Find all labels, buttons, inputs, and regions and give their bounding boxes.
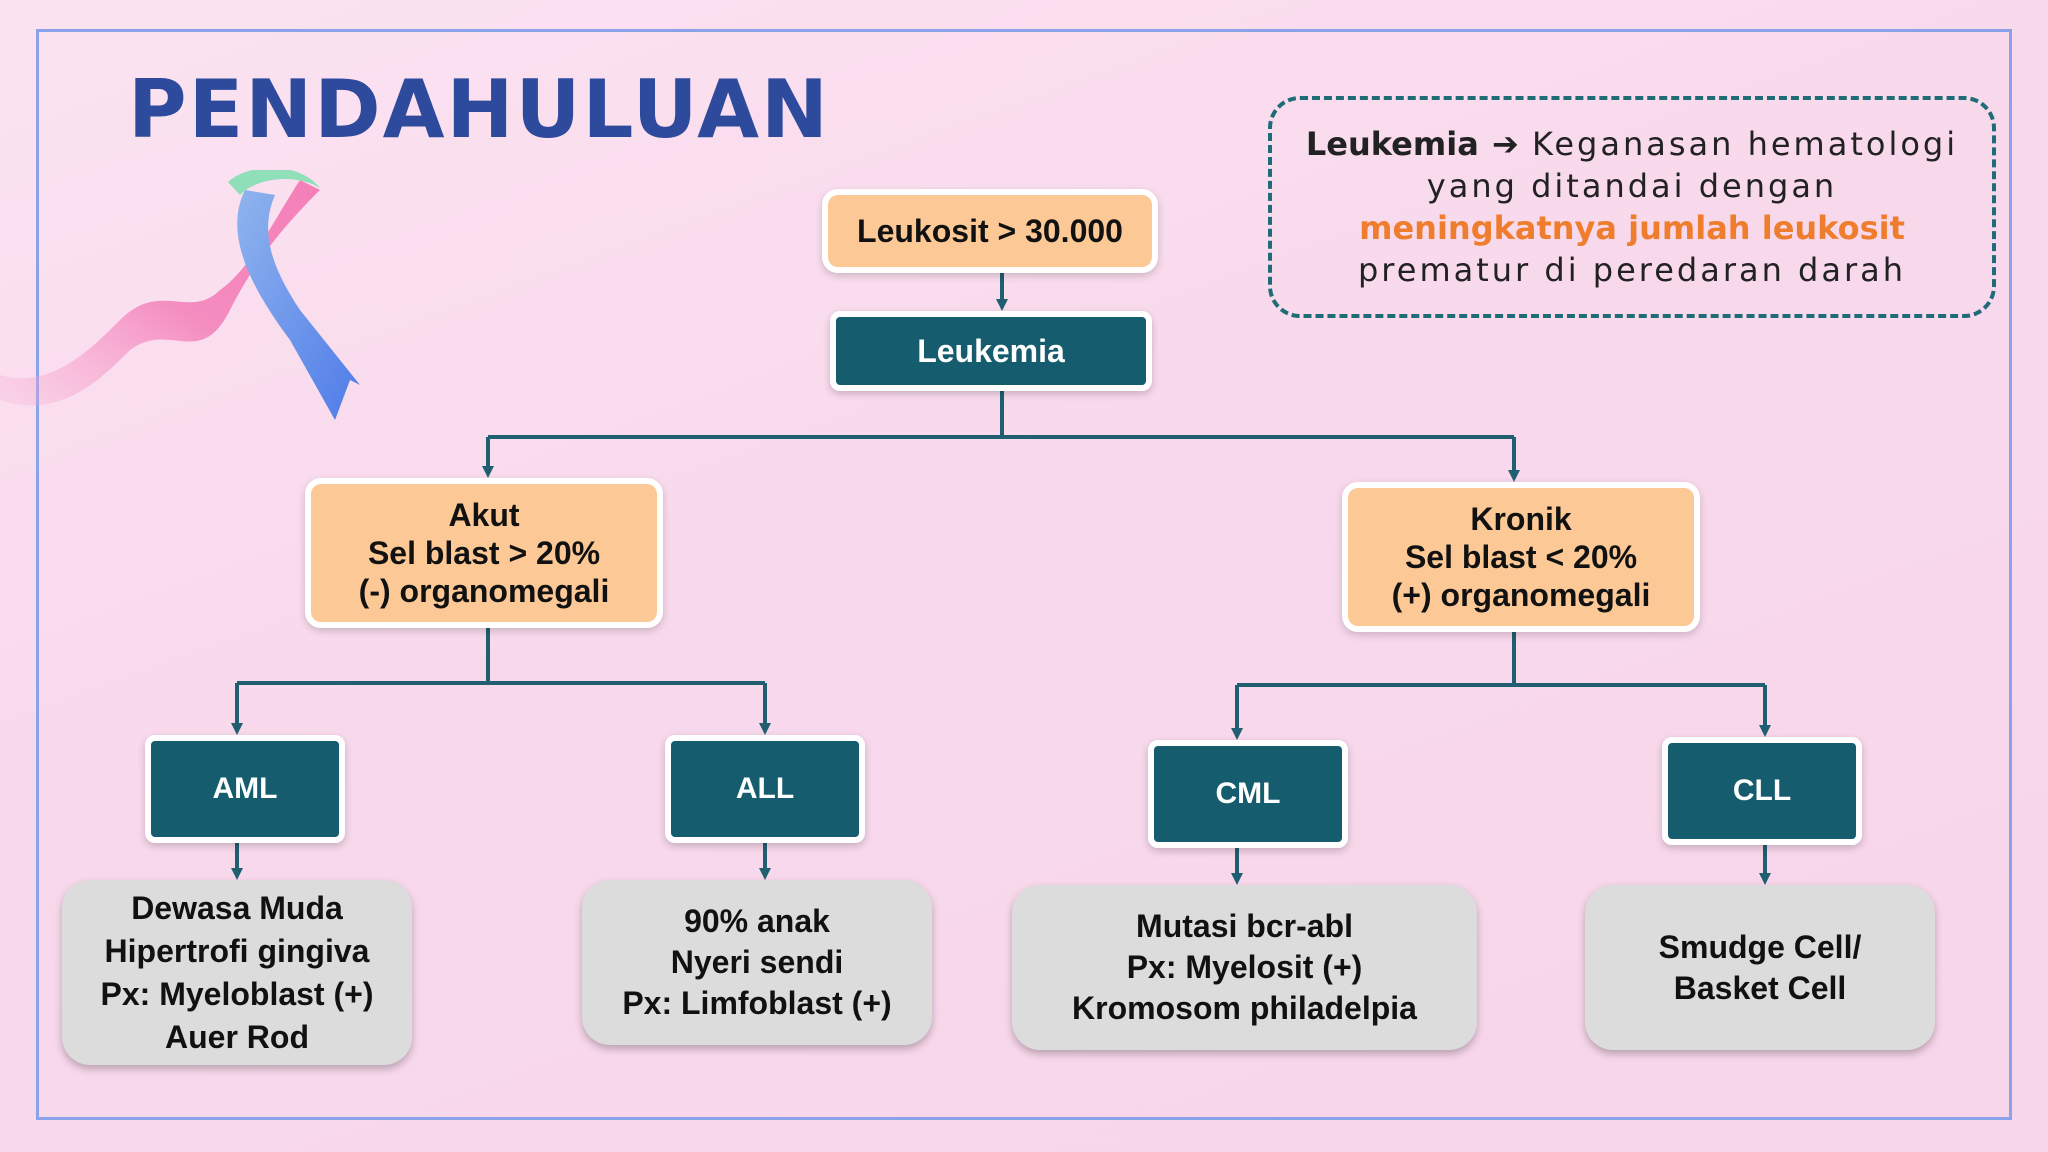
connector-kronik-split [1237,632,1765,687]
node-kronik-line1: Kronik [1470,501,1572,537]
node-kronik-line3: (+) organomegali [1391,577,1651,613]
node-akut: Akut Sel blast > 20% (-) organomegali [305,478,663,628]
node-cll: CLL [1662,737,1862,845]
node-aml: AML [145,735,345,843]
definition-text: Leukemia ➔ Keganasan hematologi yang dit… [1302,123,1962,291]
node-cml-label: CML [1215,777,1281,810]
definition-term: Leukemia [1305,125,1479,163]
detail-cml-line: Px: Myelosit (+) [1126,949,1363,985]
node-cml: CML [1148,740,1348,848]
detail-all-line: Nyeri sendi [670,944,844,980]
node-akut-line3: (-) organomegali [358,573,610,609]
awareness-ribbon-icon [0,170,360,420]
node-akut-line2: Sel blast > 20% [367,535,601,571]
node-cll-label: CLL [1732,774,1792,807]
definition-text-before: Keganasan hematologi yang ditandai denga… [1426,125,1959,205]
node-all: ALL [665,735,865,843]
detail-cml-line: Kromosom philadelpia [1072,990,1417,1026]
detail-aml-line: Px: Myeloblast (+) [100,975,374,1012]
detail-cll-line: Smudge Cell/ [1658,928,1862,965]
detail-aml-line: Dewasa Muda [131,889,343,926]
definition-text-after: prematur di peredaran darah [1357,251,1906,289]
definition-box: Leukemia ➔ Keganasan hematologi yang dit… [1268,96,1996,318]
right-arrow-icon: ➔ [1491,125,1519,163]
page-title: PENDAHULUAN [128,63,830,156]
node-leukemia: Leukemia [830,311,1152,391]
detail-all: 90% anak Nyeri sendi Px: Limfoblast (+) [582,880,932,1045]
node-aml-label: AML [212,772,278,805]
slide-frame [36,29,2012,1120]
detail-aml: Dewasa Muda Hipertrofi gingiva Px: Myelo… [62,880,412,1065]
detail-cml: Mutasi bcr-abl Px: Myelosit (+) Kromosom… [1012,885,1477,1050]
definition-highlight: meningkatnya jumlah leukosit [1359,209,1905,247]
detail-aml-line: Hipertrofi gingiva [104,932,370,969]
detail-all-line: 90% anak [684,903,830,939]
detail-cll-line: Basket Cell [1673,969,1847,1006]
node-leukemia-label: Leukemia [917,332,1065,369]
connector-leukemia-split [488,391,1514,439]
detail-aml-line: Auer Rod [165,1018,309,1055]
node-leukosit: Leukosit > 30.000 [822,189,1158,273]
detail-cll: Smudge Cell/ Basket Cell [1585,885,1935,1050]
detail-cml-line: Mutasi bcr-abl [1136,908,1353,944]
node-kronik: Kronik Sel blast < 20% (+) organomegali [1342,482,1700,632]
node-leukosit-label: Leukosit > 30.000 [857,212,1123,249]
node-all-label: ALL [735,772,795,805]
node-kronik-line2: Sel blast < 20% [1404,539,1638,575]
detail-all-line: Px: Limfoblast (+) [622,985,892,1021]
node-akut-line1: Akut [448,497,520,533]
connector-akut-split [237,628,765,685]
